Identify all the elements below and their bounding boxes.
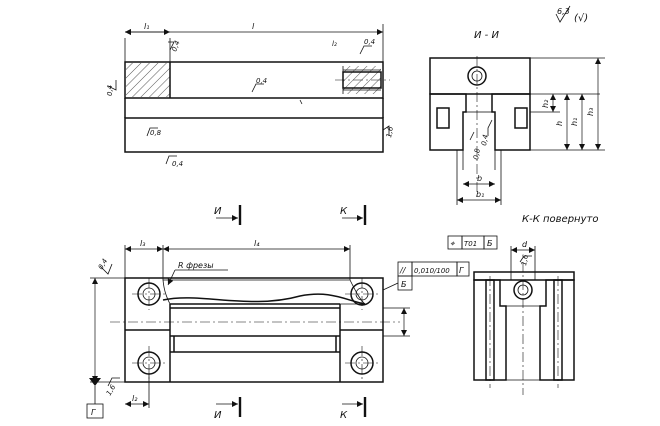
section-ii-title: И - И bbox=[474, 30, 499, 41]
section-ii-roughness-r1: 0,4 bbox=[480, 134, 490, 146]
parallel-datum: Г bbox=[459, 266, 464, 275]
mounting-hole bbox=[132, 278, 166, 310]
datum-triangle bbox=[89, 378, 101, 386]
top-view: l₁ l 0,4 0,4 0,4 0,4 l₂ 0,8 0,4 bbox=[106, 22, 395, 168]
datum-b-letter: Б bbox=[401, 280, 407, 289]
label-cutter-radius: R фрезы bbox=[178, 261, 214, 270]
roughness-r3: 0,4 bbox=[256, 77, 267, 85]
surface-finish-note: 6,3 (√) bbox=[555, 5, 588, 24]
roughness-r7: 1,6 bbox=[385, 125, 395, 138]
parallel-value: 0,010/100 bbox=[414, 267, 450, 275]
mounting-hole bbox=[345, 278, 379, 310]
dim-l4: l₄ bbox=[254, 239, 260, 248]
roughness-value: 6,3 bbox=[557, 7, 570, 16]
dim-h2: h₂ bbox=[541, 99, 550, 108]
dim-h: h bbox=[555, 121, 564, 126]
datum-letter: Г bbox=[91, 408, 96, 417]
main-view: И К И К l₃ l₄ bbox=[86, 205, 410, 421]
main-roughness-r1: 0,4 bbox=[97, 257, 109, 271]
roughness-r6: 0,4 bbox=[172, 160, 183, 168]
dim-b: b bbox=[477, 174, 482, 183]
position-symbol: ⌖ bbox=[450, 239, 456, 248]
roughness-r4: 0,4 bbox=[364, 38, 375, 46]
cut-letter-i-bottom: И bbox=[214, 410, 222, 421]
mounting-hole bbox=[345, 346, 379, 380]
roughness-rest-symbol: (√) bbox=[574, 13, 588, 24]
section-kk: К-К повернуто ⌖ T01 Б d 1,6 bbox=[447, 214, 598, 395]
dim-h1: h₁ bbox=[570, 118, 579, 126]
datum-frame bbox=[86, 403, 104, 419]
dim-d: d bbox=[522, 240, 528, 249]
dim-h3: h₃ bbox=[586, 108, 595, 116]
dim-l: l bbox=[252, 22, 255, 31]
roughness-r1: 0,4 bbox=[170, 39, 181, 52]
dim-b1: b₁ bbox=[476, 190, 484, 199]
main-roughness-r2: 1,6 bbox=[105, 383, 118, 397]
cut-letter-k-top: К bbox=[340, 206, 348, 217]
position-value: T01 bbox=[464, 240, 477, 248]
position-datum: Б bbox=[487, 239, 493, 248]
section-ii: И - И b b₁ h₂ h h₁ h₃ 0,4 bbox=[429, 30, 605, 205]
roughness-check-icon bbox=[555, 5, 571, 23]
cut-letter-k-bottom: К bbox=[340, 410, 348, 421]
roughness-r5: 0,8 bbox=[150, 129, 162, 137]
roughness-r2: 0,4 bbox=[106, 85, 114, 96]
parallel-symbol: // bbox=[399, 266, 407, 275]
section-kk-title: К-К повернуто bbox=[522, 214, 598, 225]
kk-roughness-r1: 1,6 bbox=[520, 253, 530, 266]
cut-letter-i-top: И bbox=[214, 206, 222, 217]
dim-l3: l₃ bbox=[140, 239, 145, 248]
dim-l-small: l₂ bbox=[332, 40, 337, 48]
section-ii-roughness-r2: 0,8 bbox=[472, 147, 482, 160]
dim-l1: l₁ bbox=[144, 22, 149, 31]
tolerance-frame-parallel: // 0,010/100 Г Б bbox=[382, 261, 470, 291]
hatched-section bbox=[126, 63, 170, 97]
dim-l2: l₂ bbox=[132, 394, 138, 403]
